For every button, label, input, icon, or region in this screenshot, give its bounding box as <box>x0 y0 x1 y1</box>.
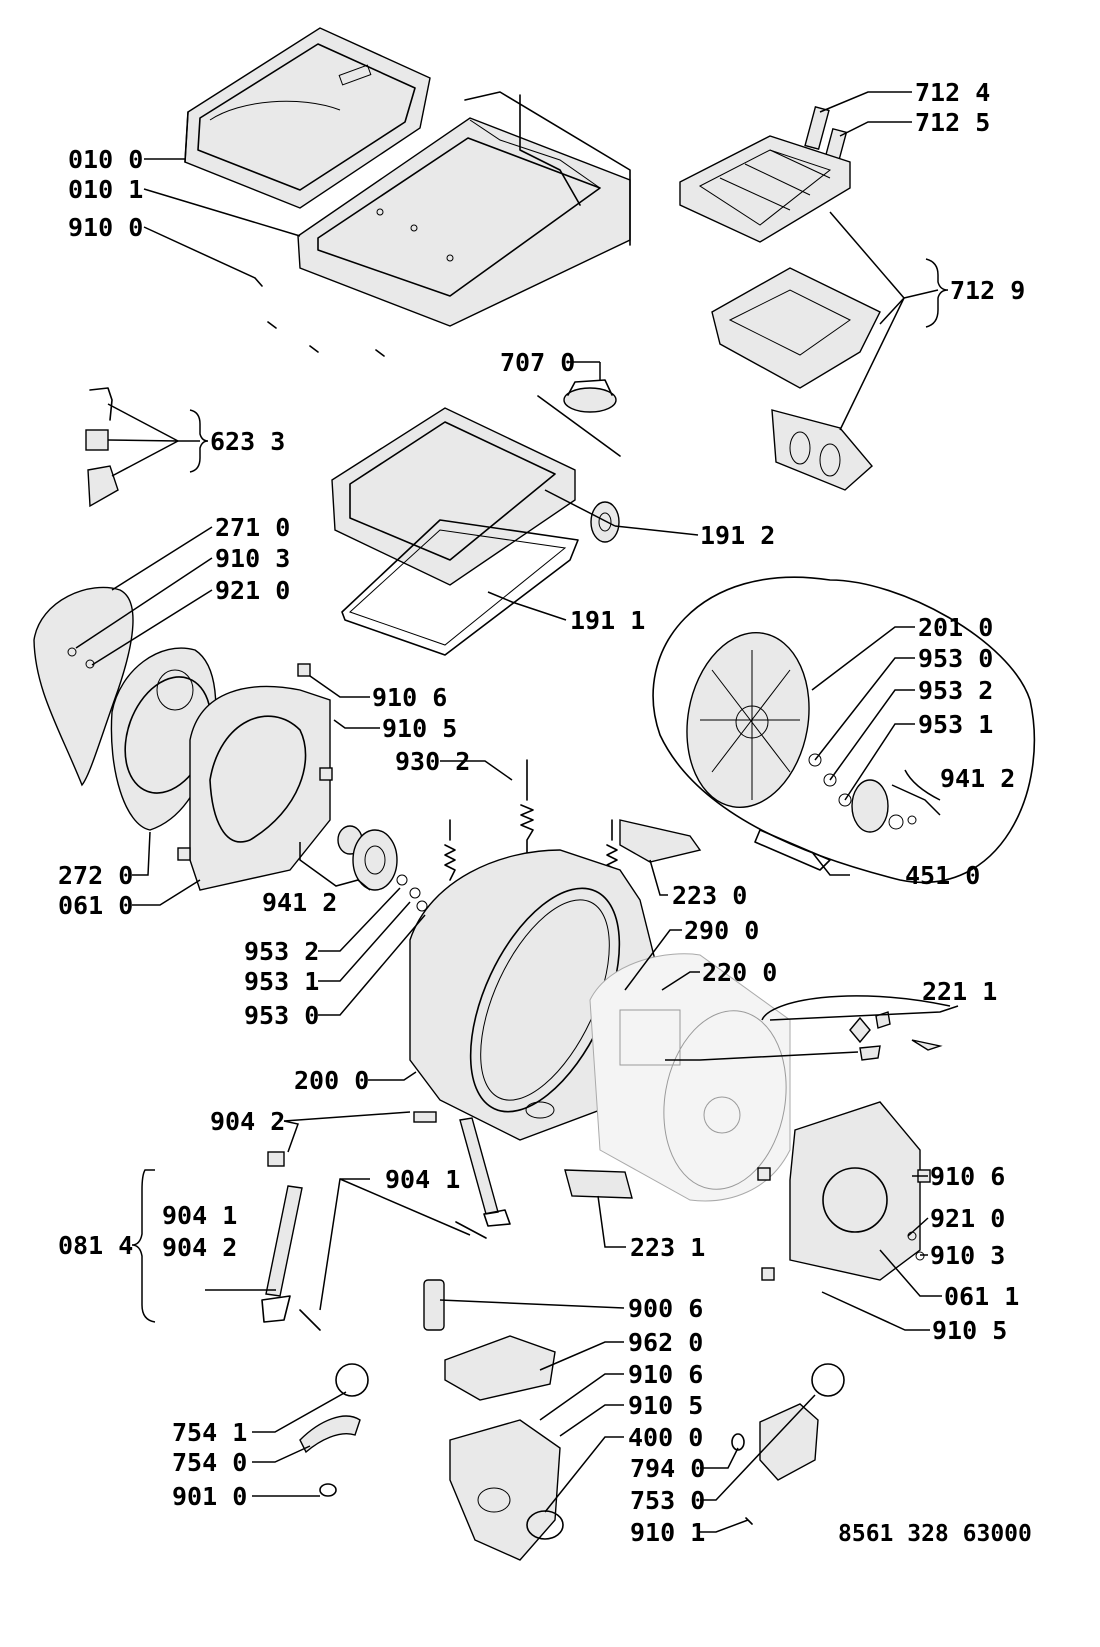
label-712-9: 712 9 <box>950 276 1025 305</box>
label-220-0: 220 0 <box>702 958 777 987</box>
label-910-5-left: 910 5 <box>382 714 457 743</box>
part-tub <box>409 849 656 1141</box>
part-level-sensor <box>731 1363 845 1525</box>
part-221-1-group <box>849 1011 943 1061</box>
label-061-1: 061 1 <box>944 1282 1019 1311</box>
label-061-0: 061 0 <box>58 891 133 920</box>
part-heater <box>754 829 831 871</box>
part-dispenser-assembly <box>679 135 881 491</box>
label-962-0: 962 0 <box>628 1328 703 1357</box>
part-screws-910-0 <box>254 277 385 357</box>
label-221-1: 221 1 <box>922 977 997 1006</box>
label-712-5: 712 5 <box>915 108 990 137</box>
label-201-0: 201 0 <box>918 613 993 642</box>
label-910-6-left: 910 6 <box>372 683 447 712</box>
label-921-0-right: 921 0 <box>930 1204 1005 1233</box>
label-290-0: 290 0 <box>684 916 759 945</box>
label-904-2-group: 904 2 <box>162 1233 237 1262</box>
document-reference: 8561 328 63000 <box>838 1521 1032 1547</box>
label-953-0-right: 953 0 <box>918 644 993 673</box>
label-941-2-left: 941 2 <box>262 888 337 917</box>
part-gasket <box>341 519 579 656</box>
label-451-0: 451 0 <box>905 861 980 890</box>
label-753-0: 753 0 <box>630 1486 705 1515</box>
label-754-0: 754 0 <box>172 1448 247 1477</box>
label-754-1: 754 1 <box>172 1418 247 1447</box>
label-953-1-left: 953 1 <box>244 967 319 996</box>
label-904-2-top: 904 2 <box>210 1107 285 1136</box>
label-921-0-left: 921 0 <box>215 576 290 605</box>
label-200-0: 200 0 <box>294 1066 369 1095</box>
label-953-2-left: 953 2 <box>244 937 319 966</box>
label-191-2: 191 2 <box>700 521 775 550</box>
label-910-6-bottom: 910 6 <box>628 1360 703 1389</box>
part-back-panel <box>33 586 134 787</box>
label-910-5-right: 910 5 <box>932 1316 1007 1345</box>
leader-lines <box>75 91 959 1533</box>
label-904-1-top: 904 1 <box>385 1165 460 1194</box>
label-910-3-right: 910 3 <box>930 1241 1005 1270</box>
label-223-1: 223 1 <box>630 1233 705 1262</box>
label-010-1: 010 1 <box>68 175 143 204</box>
label-910-0-top: 910 0 <box>68 213 143 242</box>
label-953-1-right: 953 1 <box>918 710 993 739</box>
label-953-2-right: 953 2 <box>918 676 993 705</box>
part-cabinet-top <box>297 91 631 327</box>
part-pump-area <box>423 1279 564 1561</box>
part-tub-ring <box>331 407 620 586</box>
label-910-3-left: 910 3 <box>215 544 290 573</box>
label-400-0: 400 0 <box>628 1423 703 1452</box>
label-223-0: 223 0 <box>672 881 747 910</box>
label-910-5-bottom: 910 5 <box>628 1391 703 1420</box>
label-271-0: 271 0 <box>215 513 290 542</box>
label-191-1: 191 1 <box>570 606 645 635</box>
label-900-6: 900 6 <box>628 1294 703 1323</box>
label-623-3: 623 3 <box>210 427 285 456</box>
label-901-0: 901 0 <box>172 1482 247 1511</box>
part-side-panel-right <box>757 1101 931 1281</box>
label-930-2: 930 2 <box>395 747 470 776</box>
label-081-4: 081 4 <box>58 1231 133 1260</box>
label-272-0: 272 0 <box>58 861 133 890</box>
part-223-0 <box>619 819 702 863</box>
label-910-6-right: 910 6 <box>930 1162 1005 1191</box>
part-623-3-components <box>85 387 119 508</box>
part-labels: 010 0 010 1 910 0 712 4 712 5 712 9 707 … <box>58 78 1032 1547</box>
label-904-1-group: 904 1 <box>162 1201 237 1230</box>
part-side-panel-left <box>177 663 333 891</box>
part-dampers <box>261 1111 511 1331</box>
label-941-2-right: 941 2 <box>940 764 1015 793</box>
part-223-1 <box>564 1169 633 1199</box>
label-794-0: 794 0 <box>630 1454 705 1483</box>
part-941-2-left <box>337 825 428 912</box>
label-010-0: 010 0 <box>68 145 143 174</box>
label-707-0: 707 0 <box>500 348 575 377</box>
part-707-0-clamp <box>537 379 621 457</box>
part-drum <box>589 953 791 1202</box>
label-910-1: 910 1 <box>630 1518 705 1547</box>
part-lid-frame <box>184 27 431 209</box>
label-712-4: 712 4 <box>915 78 990 107</box>
label-953-0-left: 953 0 <box>244 1001 319 1030</box>
part-drain-hose <box>299 1363 369 1497</box>
